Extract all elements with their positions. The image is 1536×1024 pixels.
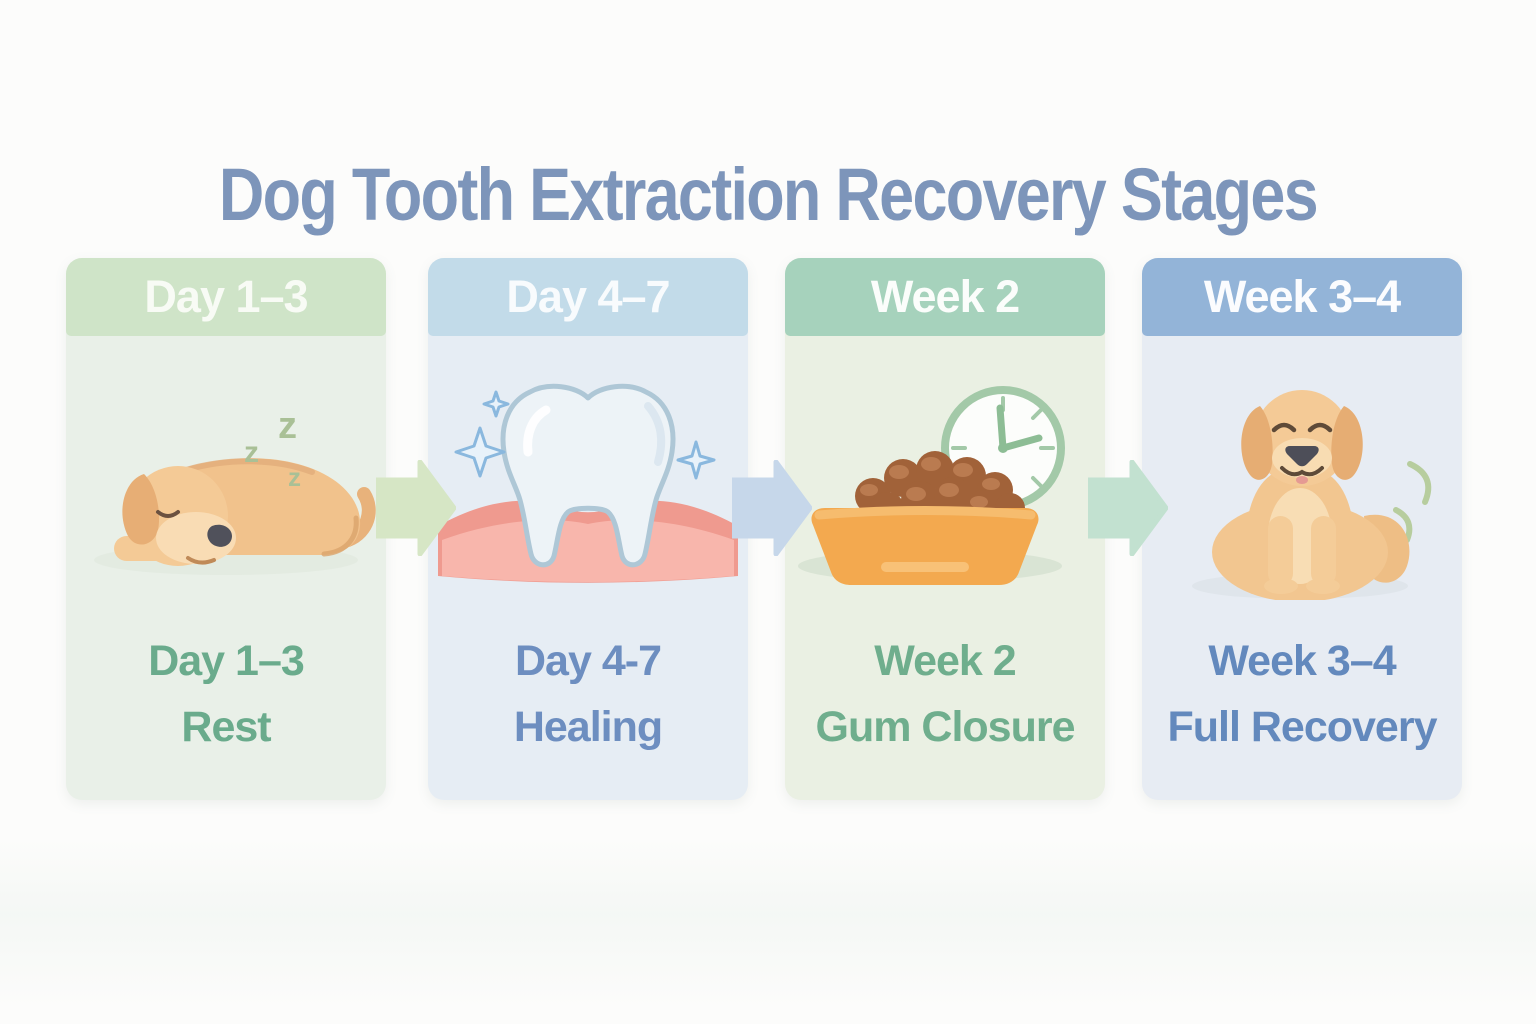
stage-header-day-4-7: Day 4–7 (428, 258, 748, 336)
stage-header-label: Day 4–7 (506, 271, 670, 322)
stage-header-week-3-4: Week 3–4 (1142, 258, 1462, 336)
stage-card-day-1-3: Day 1–3 z (66, 258, 386, 800)
food-bowl-clock-icon (798, 386, 1065, 585)
stage-card-week-3-4: Week 3–4 (1142, 258, 1462, 800)
page-title: Dog Tooth Extraction Recovery Stages (0, 152, 1536, 237)
tail-wag-lines (1393, 461, 1432, 543)
stage-header-day-1-3: Day 1–3 (66, 258, 386, 336)
stage-card-day-4-7: Day 4–7 Day 4-7 Heali (428, 258, 748, 800)
stage-label: Healing (513, 703, 663, 751)
sparkle-icons (454, 390, 716, 480)
stage-header-week-2: Week 2 (785, 258, 1105, 336)
sleeping-dog-body (114, 458, 376, 566)
stage-label: Gum Closure (815, 703, 1076, 751)
stage-period: Week 3–4 (1208, 637, 1396, 685)
food-bowl-clock-illustration (785, 368, 1105, 600)
zzz-sleep-icon: z z z (244, 405, 301, 492)
sleeping-dog-illustration: z z z (66, 368, 386, 600)
stage-header-label: Week 3–4 (1203, 271, 1401, 322)
arrow-right-icon (1088, 460, 1168, 556)
svg-text:z: z (244, 436, 259, 469)
stage-period: Week 2 (874, 637, 1016, 685)
stage-label: Rest (181, 703, 271, 751)
stage-period: Day 1–3 (148, 637, 305, 685)
svg-text:z: z (288, 462, 301, 492)
stage-period: Day 4-7 (515, 637, 662, 685)
arrow-right-icon (732, 460, 812, 556)
healing-tooth-illustration (428, 368, 748, 600)
stage-label: Full Recovery (1167, 703, 1438, 751)
tooth-gums-icon (438, 383, 738, 583)
sleeping-dog-icon: z z z (94, 405, 376, 575)
happy-dog-illustration (1142, 368, 1462, 600)
happy-sitting-dog-icon (1192, 390, 1432, 600)
stage-card-week-2: Week 2 (785, 258, 1105, 800)
svg-text:z: z (278, 405, 297, 447)
stage-header-label: Week 2 (870, 271, 1020, 322)
gums (438, 500, 738, 583)
stage-header-label: Day 1–3 (144, 271, 308, 322)
dog-bowl-icon (811, 506, 1039, 585)
background-wash (0, 838, 1536, 1008)
happy-dog-body (1212, 390, 1410, 600)
page-title-text: Dog Tooth Extraction Recovery Stages (218, 152, 1319, 236)
arrow-right-icon (376, 460, 456, 556)
